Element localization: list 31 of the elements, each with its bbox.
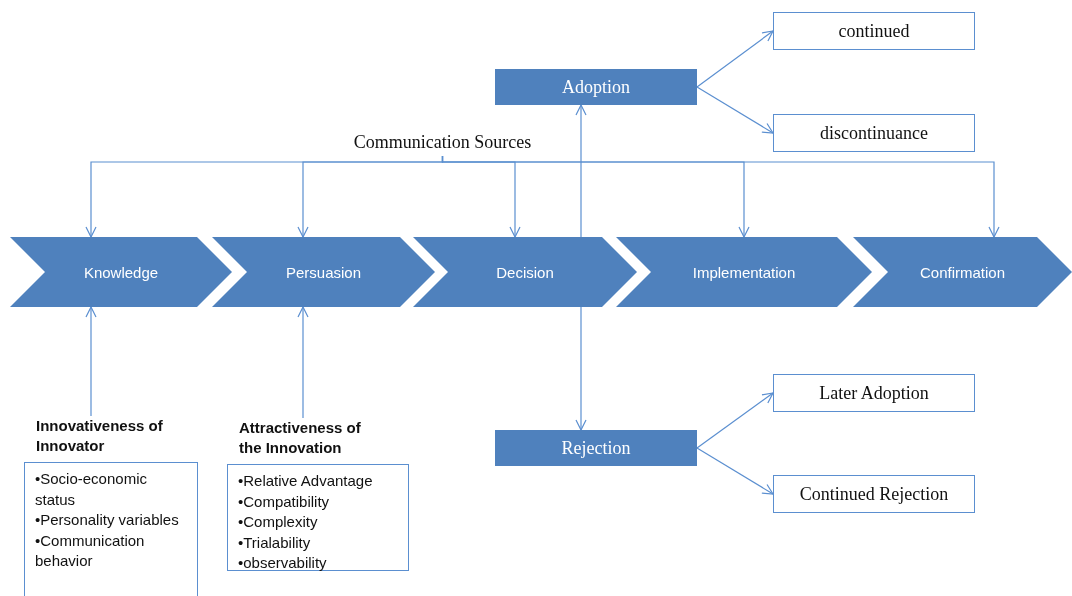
bullet-item: •observability [238, 553, 328, 573]
arrow [441, 155, 1000, 238]
arrow [575, 306, 587, 431]
arrow [696, 392, 774, 449]
arrow [85, 306, 97, 417]
factor-heading: Innovativeness of Innovator [36, 416, 164, 456]
bullet-item: •Compatibility [238, 491, 331, 512]
arrow [575, 104, 587, 238]
arrow [297, 306, 309, 419]
stage-label: Knowledge [83, 263, 159, 281]
result-box: Later Adoption [773, 374, 975, 412]
stage-label: Implementation [692, 263, 796, 281]
arrow [696, 86, 774, 134]
outcome-box: Rejection [495, 430, 697, 466]
arrow [696, 30, 774, 88]
bullet-item: •Personality variables [35, 510, 180, 530]
outcome-box: Adoption [495, 69, 697, 105]
stage-label: Confirmation [920, 263, 1005, 281]
result-box: discontinuance [773, 114, 975, 152]
factor-heading: Attractiveness of the Innovation [239, 418, 362, 458]
bullet-item: •Complexity [238, 512, 319, 532]
stage-label: Decision [496, 263, 554, 281]
bullet-item: •Relative Advantage [238, 471, 374, 491]
result-box: continued [773, 12, 975, 50]
bullet-item: •Socio-economic status [35, 469, 148, 510]
bullet-item: •Trialability [238, 532, 312, 553]
arrow [696, 447, 774, 495]
heading-label: Communication Sources [352, 132, 533, 154]
bullet-item: •Communication behavior [35, 530, 146, 571]
stage-label: Persuasion [286, 263, 361, 281]
result-box: Continued Rejection [773, 475, 975, 513]
